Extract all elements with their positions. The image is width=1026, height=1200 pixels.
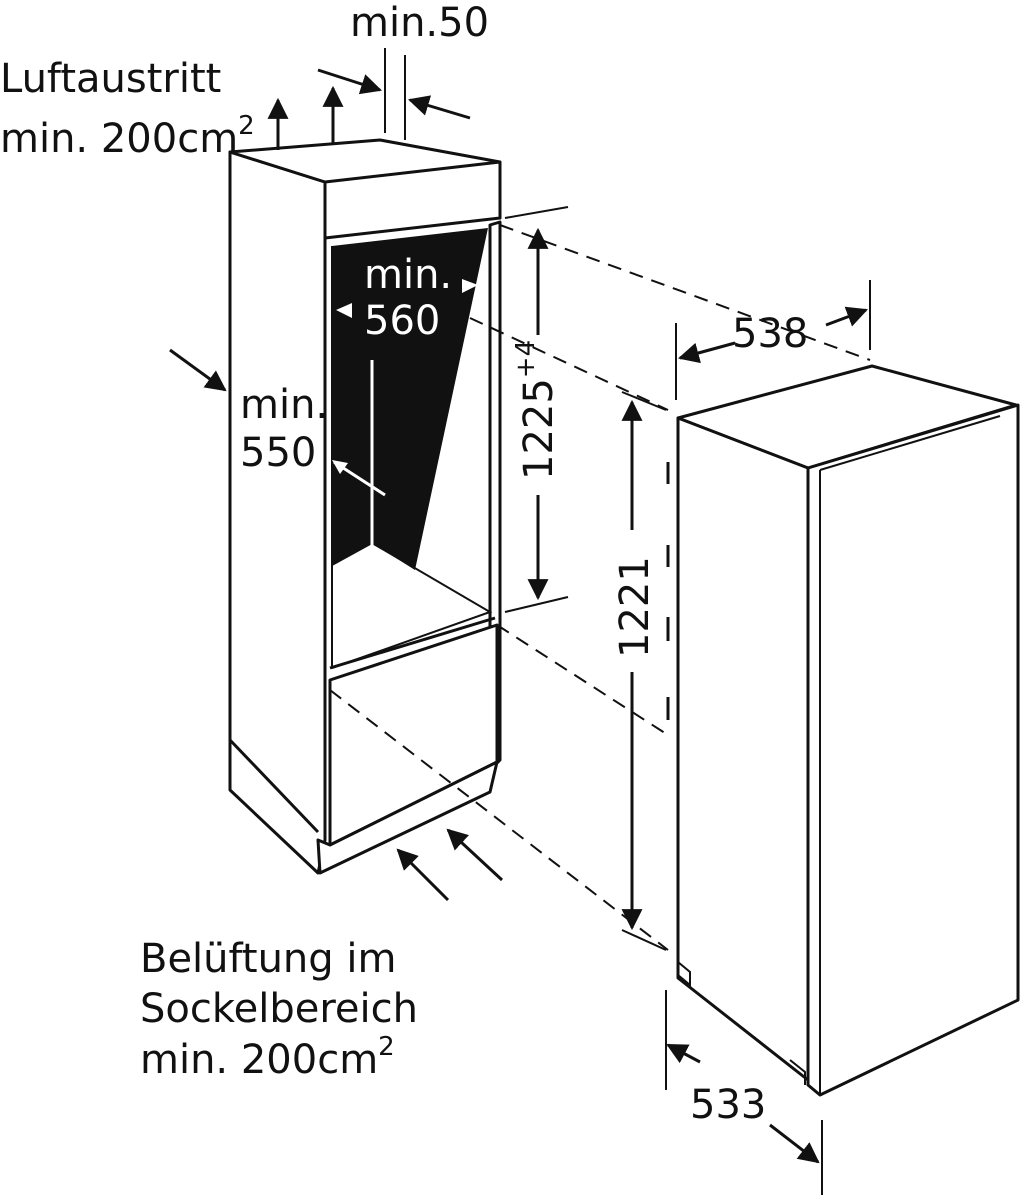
base-vent-label-line3: min. 200cm2 [140,1032,395,1083]
cabinet-side-panel [228,150,327,875]
niche-height-label: 1225+4 [511,340,562,480]
appliance-width-label: 538 [732,311,808,357]
niche-height-dimension [504,206,569,613]
base-vent-label-line1: Belüftung im [140,936,396,982]
air-outlet-title: Luftaustritt [0,56,221,102]
top-gap-label: min.50 [350,0,489,46]
air-outlet-arrows [267,85,344,150]
niche-depth-label-line1: min. [240,382,328,428]
cabinet-plinth [316,760,499,875]
appliance-door [806,403,1020,1097]
air-outlet-area: min. 200cm2 [0,111,255,162]
appliance-depth-dimension [665,990,823,1195]
niche-depth-label-line2: 550 [240,430,316,476]
appliance-depth-label: 533 [690,1082,766,1128]
niche-floor-shelf [331,541,493,669]
base-vent-arrows [396,828,504,902]
cabinet [228,138,502,875]
appliance-width-dimension [675,280,871,400]
niche-width-label-line1: min. [364,252,452,298]
projection-lines [329,224,871,951]
appliance [666,364,1020,1097]
niche-depth-dimension [169,348,386,497]
niche-width-label-line2: 560 [364,298,440,344]
appliance-height-label: 1221 [612,556,658,658]
appliance-side [676,416,810,1082]
top-gap-dimension [317,48,471,140]
niche-width-dimension [336,279,478,545]
cabinet-top-rail [323,160,502,240]
base-vent-label-line2: Sockelbereich [140,986,418,1032]
appliance-height-dimension [621,391,667,951]
